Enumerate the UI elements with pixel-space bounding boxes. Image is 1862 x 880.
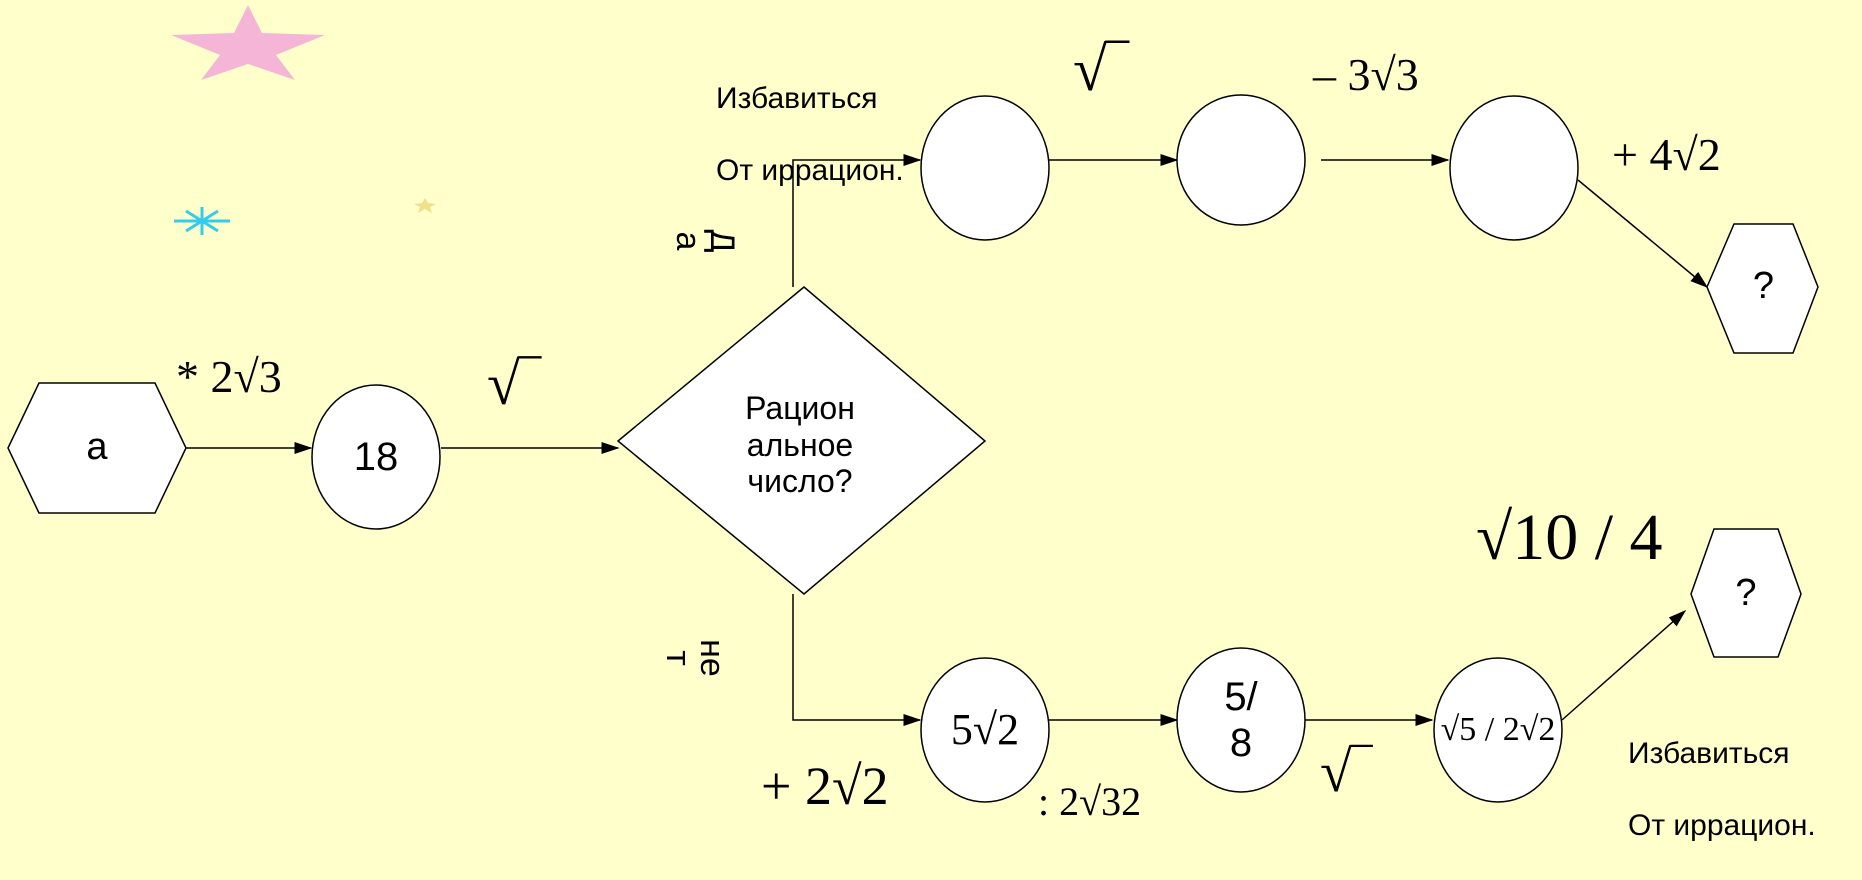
top-note-line1: Избавиться — [716, 82, 878, 115]
bottom-note: Избавиться От иррацион. — [1628, 700, 1816, 880]
node-18-label: 18 — [353, 435, 399, 479]
result-bottom-label: ? — [1735, 572, 1757, 615]
bottom-note-line2: От иррацион. — [1628, 809, 1816, 842]
op-sqrt1: √‾ — [487, 351, 540, 417]
flowchart: a 18 Рацион альное число? ? ? 5/ 8 5√2 √… — [7, 5, 1819, 842]
bottom-node-2 — [1176, 647, 1306, 793]
op-mult: * 2√3 — [176, 351, 282, 402]
edge-bot-3-result — [1561, 610, 1687, 721]
op-minus: – 3√3 — [1313, 49, 1419, 100]
star-decoration-icon — [171, 5, 325, 80]
bottom-note-line1: Избавиться — [1628, 737, 1790, 770]
edge-yes — [792, 154, 922, 287]
op-sqrt10: √10 / 4 — [1476, 501, 1663, 574]
op-div: : 2√32 — [1038, 779, 1142, 824]
decision-label: Рацион альное число? — [745, 389, 855, 500]
op-plus4: + 4√2 — [1612, 129, 1721, 180]
op-sqrt-bottom: √‾ — [1320, 739, 1372, 804]
sparkle-icon — [174, 207, 230, 235]
top-node-3 — [1449, 95, 1579, 241]
bottom-node-3 — [1433, 657, 1563, 803]
frac-58-label: 5/ 8 — [1224, 675, 1258, 765]
no-label: не т — [659, 639, 731, 677]
small-star-icon — [414, 198, 436, 213]
decision-diamond — [616, 286, 987, 595]
start-label: a — [86, 426, 108, 469]
top-node-2 — [1176, 94, 1306, 226]
result-top-hexagon — [1706, 223, 1819, 354]
node-5sqrt2-label: 5√2 — [950, 704, 1020, 754]
result-top-label: ? — [1752, 265, 1775, 308]
top-note: Избавиться От иррацион. — [716, 45, 904, 225]
node-18 — [311, 384, 441, 530]
op-plus2: + 2√2 — [761, 756, 889, 816]
edge-no — [792, 594, 922, 726]
yes-label: Д а — [669, 229, 741, 253]
top-note-line2: От иррацион. — [716, 154, 904, 187]
result-bottom-hexagon — [1690, 528, 1802, 658]
bottom-node-1 — [920, 657, 1050, 803]
diagram-shapes — [7, 5, 1819, 803]
op-top-sqrt: √‾ — [1073, 36, 1128, 104]
node-frac-label: √5 / 2√2 — [1440, 711, 1556, 749]
start-hexagon — [7, 382, 187, 514]
top-node-1 — [920, 95, 1050, 241]
edge-top-3-result — [1577, 179, 1709, 288]
